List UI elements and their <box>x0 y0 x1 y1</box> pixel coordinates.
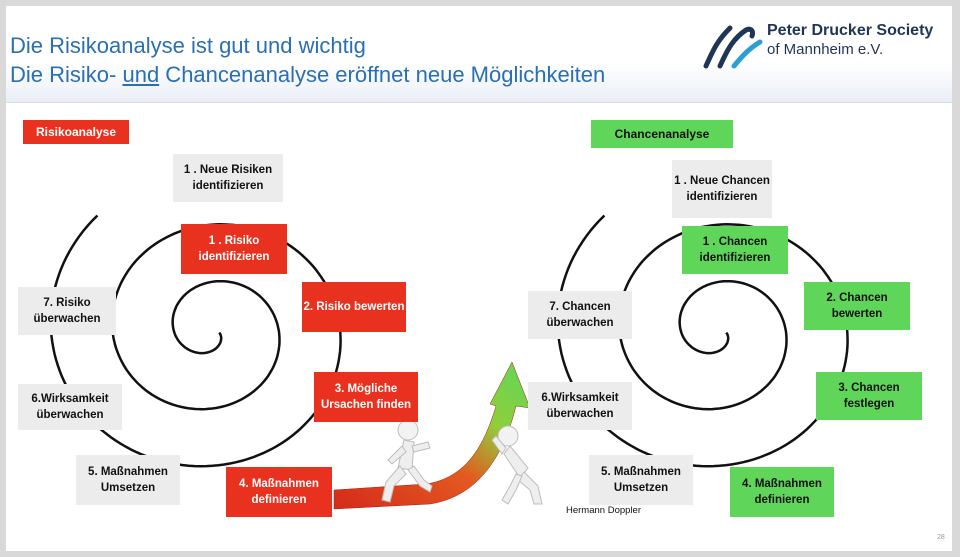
society-logo-icon <box>703 25 763 69</box>
logo-line-2: of Mannheim e.V. <box>767 41 884 58</box>
title-underlined-word: und <box>122 62 160 87</box>
growth-arrow-icon <box>333 361 531 510</box>
slide-header: Die Risikoanalyse ist gut und wichtig Di… <box>6 6 952 103</box>
chance-step-define-measures: 4. Maßnahmen definieren <box>730 467 834 517</box>
slide: Die Risikoanalyse ist gut und wichtig Di… <box>6 6 952 551</box>
title-line-2: Die Risiko- und Chancenanalyse eröffnet … <box>10 62 605 88</box>
chance-step-implement: 5. Maßnahmen Umsetzen <box>589 455 693 505</box>
risk-step-identify: 1 . Risiko identifizieren <box>181 224 287 274</box>
title-line-2-part-1: Die Risiko- <box>10 62 123 87</box>
author-name: Hermann Doppler <box>566 505 641 516</box>
risk-step-monitor: 7. Risiko überwachen <box>18 287 116 335</box>
society-logo-text: Peter Drucker Society of Mannheim e.V. <box>767 21 933 59</box>
risk-analysis-label: Risikoanalyse <box>23 120 129 144</box>
chance-step-determine: 3. Chancen festlegen <box>816 372 922 420</box>
risk-step-define-measures: 4. Maßnahmen definieren <box>226 467 332 517</box>
risk-step-effectiveness: 6.Wirksamkeit überwachen <box>18 384 122 430</box>
chance-analysis-label: Chancenanalyse <box>591 120 733 148</box>
running-figure-icon <box>381 419 433 503</box>
chance-step-new-chances: 1 . Neue Chancen identifizieren <box>672 160 772 218</box>
risk-step-implement: 5. Maßnahmen Umsetzen <box>76 455 180 505</box>
chance-step-monitor: 7. Chancen überwachen <box>528 291 632 339</box>
pushing-figure-icon <box>491 425 543 505</box>
risk-spiral-icon <box>49 214 342 468</box>
title-line-2-part-2: Chancenanalyse eröffnet neue Möglichkeit… <box>159 62 606 87</box>
risk-step-find-causes: 3. Mögliche Ursachen finden <box>314 372 418 422</box>
chance-step-effectiveness: 6.Wirksamkeit überwachen <box>528 382 632 430</box>
chance-spiral-icon <box>556 214 849 468</box>
risk-step-assess: 2. Risiko bewerten <box>302 282 406 332</box>
risk-step-new-risks: 1 . Neue Risiken identifizieren <box>173 154 283 202</box>
chance-step-identify: 1 . Chancen identifizieren <box>682 226 788 274</box>
title-line-1: Die Risikoanalyse ist gut und wichtig <box>10 33 366 58</box>
chance-step-assess: 2. Chancen bewerten <box>804 282 910 330</box>
page-number: 28 <box>937 534 945 541</box>
logo-line-1: Peter Drucker Society <box>767 22 934 39</box>
